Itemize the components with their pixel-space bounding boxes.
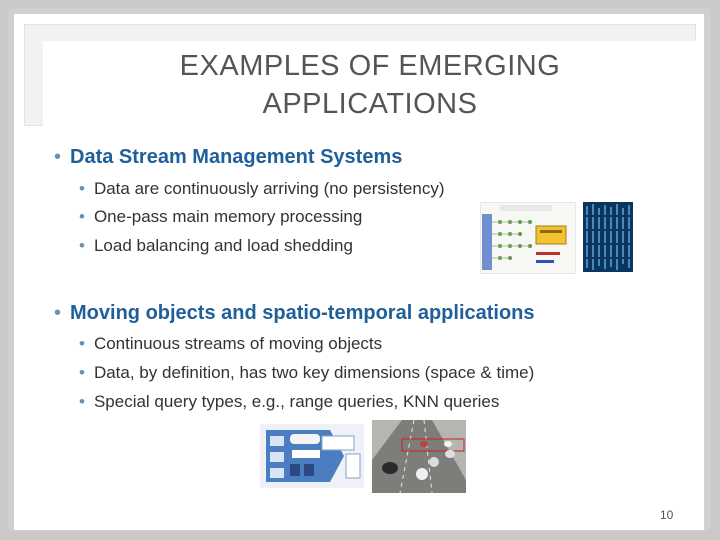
section-heading-text: Moving objects and spatio-temporal appli… <box>70 302 535 324</box>
stream-processing-diagram-image <box>480 202 576 274</box>
title-band: EXAMPLES OF EMERGING APPLICATIONS <box>24 24 697 129</box>
slide-title: EXAMPLES OF EMERGING APPLICATIONS <box>180 47 561 123</box>
traffic-road-icon <box>372 420 466 493</box>
section-heading-text: Data Stream Management Systems <box>70 146 403 168</box>
binary-stream-icon <box>583 202 633 272</box>
bullet-icon: • <box>54 146 62 168</box>
bullet-text: Load balancing and load shedding <box>93 236 353 255</box>
architecture-diagram-icon <box>260 424 364 488</box>
binary-data-stream-image <box>583 202 633 272</box>
section-heading-dsms: • Data Stream Management Systems <box>54 146 402 169</box>
bullet-text: Data are continuously arriving (no persi… <box>93 179 445 198</box>
spatiotemporal-architecture-image <box>260 424 364 488</box>
bullet-text: Data, by definition, has two key dimensi… <box>93 363 535 382</box>
bullet-text: One-pass main memory processing <box>93 207 363 226</box>
bullet-item: • Special query types, e.g., range querie… <box>79 392 499 412</box>
slide-number: 10 <box>660 508 674 522</box>
bullet-icon: • <box>79 392 85 411</box>
slide: EXAMPLES OF EMERGING APPLICATIONS • Data … <box>14 14 704 530</box>
bullet-icon: • <box>79 207 85 226</box>
bullet-item: • One-pass main memory processing <box>79 207 362 227</box>
bullet-item: • Data are continuously arriving (no pers… <box>79 179 445 199</box>
bullet-item: • Data, by definition, has two key dimens… <box>79 363 534 383</box>
stream-processing-diagram-icon <box>480 202 576 274</box>
bullet-icon: • <box>79 363 85 382</box>
slide-title-line-1: EXAMPLES OF EMERGING <box>179 50 561 82</box>
bullet-item: • Continuous streams of moving objects <box>79 334 382 354</box>
section-heading-moving-objects: • Moving objects and spatio-temporal appl… <box>54 302 535 325</box>
bullet-icon: • <box>79 179 85 198</box>
highway-traffic-image <box>372 420 466 493</box>
slide-title-line-2: APPLICATIONS <box>262 88 478 120</box>
title-box: EXAMPLES OF EMERGING APPLICATIONS <box>43 41 697 129</box>
bullet-text: Continuous streams of moving objects <box>93 334 383 353</box>
bullet-icon: • <box>79 334 85 353</box>
bullet-text: Special query types, e.g., range queries… <box>93 392 500 411</box>
bullet-icon: • <box>54 302 62 324</box>
bullet-icon: • <box>79 236 85 255</box>
bullet-item: • Load balancing and load shedding <box>79 236 353 256</box>
